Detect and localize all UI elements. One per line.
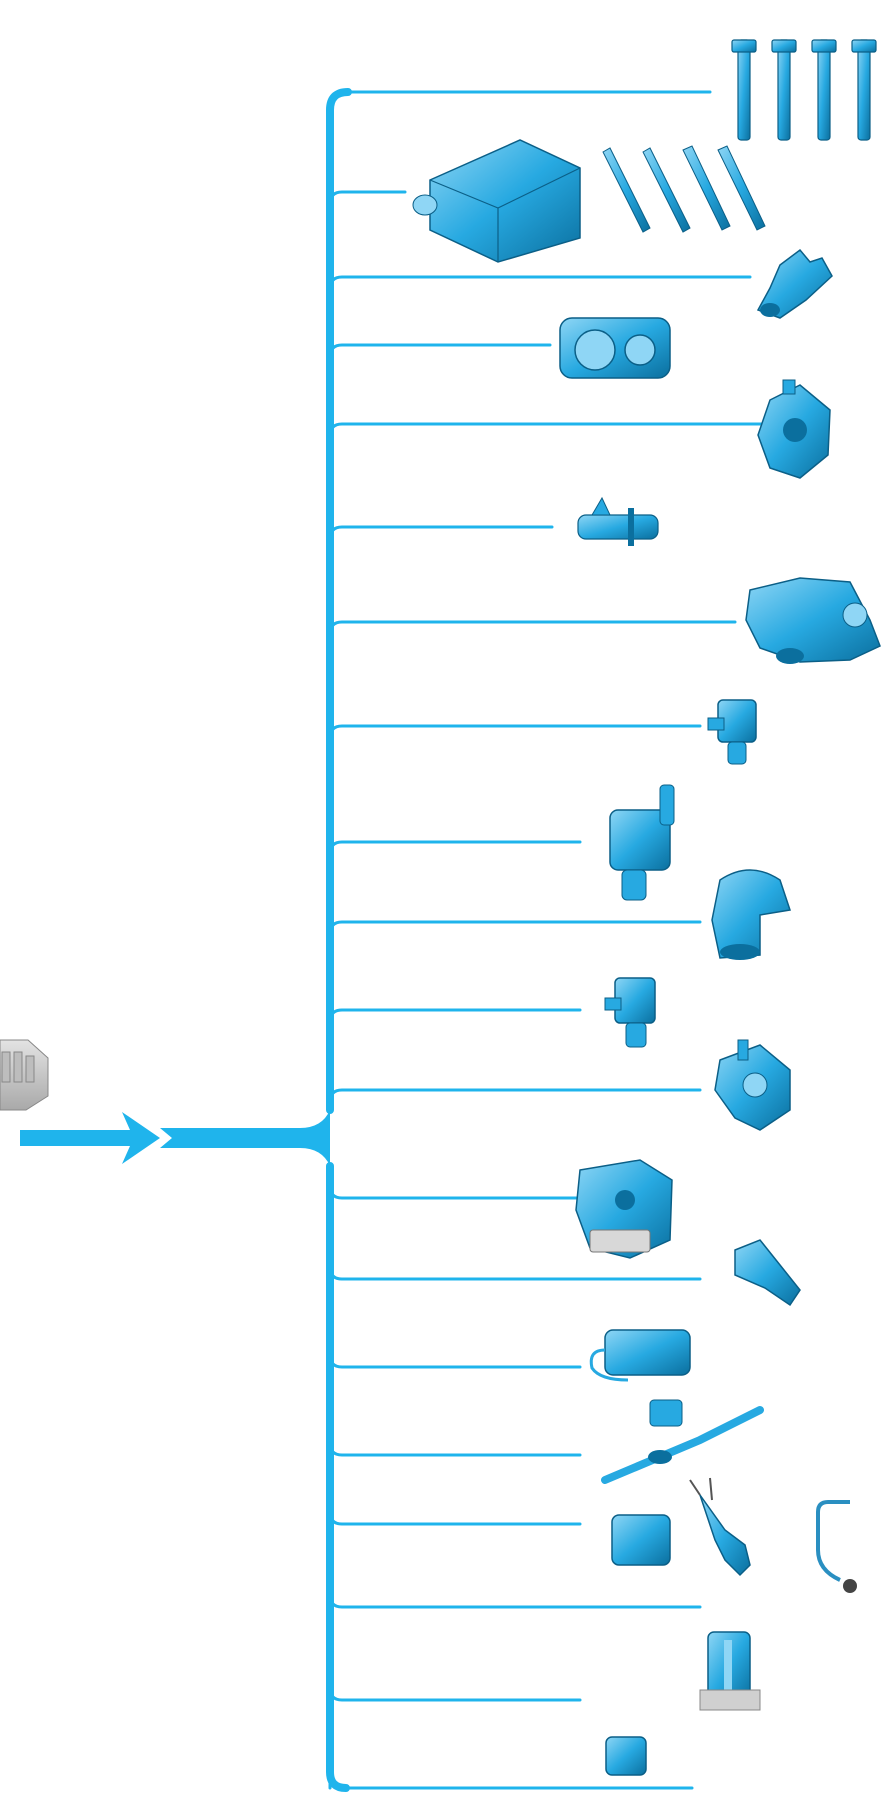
branch-line — [330, 277, 750, 289]
branch-connectors — [330, 92, 763, 1788]
branch-line — [330, 1776, 692, 1788]
fuel-pump-icon — [758, 380, 830, 478]
branch-line — [330, 622, 735, 634]
branch-line — [330, 527, 552, 539]
canister-valve-icon — [712, 870, 790, 960]
air-filter-housing-icon — [413, 140, 580, 262]
solenoid-valve-icon — [605, 978, 655, 1047]
water-pump-icon — [715, 1040, 790, 1130]
engine-control-unit — [0, 1040, 48, 1110]
branch-line — [330, 726, 700, 738]
solenoid-valve-icon — [708, 700, 756, 764]
branch-line — [330, 1267, 700, 1279]
branch-line — [330, 842, 580, 854]
signal-arrow — [20, 1110, 330, 1166]
thermostat-housing-icon — [746, 578, 880, 664]
electric-pump-icon — [610, 785, 674, 900]
small-relay-icon — [606, 1737, 646, 1775]
branch-line — [330, 1010, 580, 1022]
crank-sensor-icon — [735, 1240, 800, 1305]
hose-sensor-icon — [818, 1502, 857, 1593]
branch-line — [330, 922, 700, 934]
branch-line — [330, 345, 550, 357]
branch-line — [330, 1186, 580, 1198]
branch-line — [330, 1595, 700, 1607]
lambda-sensor-icon — [690, 1478, 750, 1575]
branch-line — [330, 1355, 580, 1367]
pressure-sensor-icon — [578, 498, 658, 546]
branch-line — [330, 92, 710, 104]
filter-module-icon — [700, 1632, 760, 1710]
branch-line — [330, 192, 405, 204]
branch-line — [330, 424, 763, 436]
branch-line — [330, 1443, 580, 1455]
throttle-body-icon — [560, 318, 670, 378]
fuel-injector-icon — [732, 40, 876, 140]
relay-icon — [612, 1515, 670, 1565]
branch-line — [330, 1688, 580, 1700]
position-sensor-icon — [758, 250, 832, 318]
glow-plug-icon — [603, 146, 765, 232]
sensor-harness-icon — [591, 1330, 690, 1426]
branch-line — [330, 1090, 700, 1102]
egr-valve-icon — [576, 1160, 672, 1258]
branch-line — [330, 1512, 580, 1524]
